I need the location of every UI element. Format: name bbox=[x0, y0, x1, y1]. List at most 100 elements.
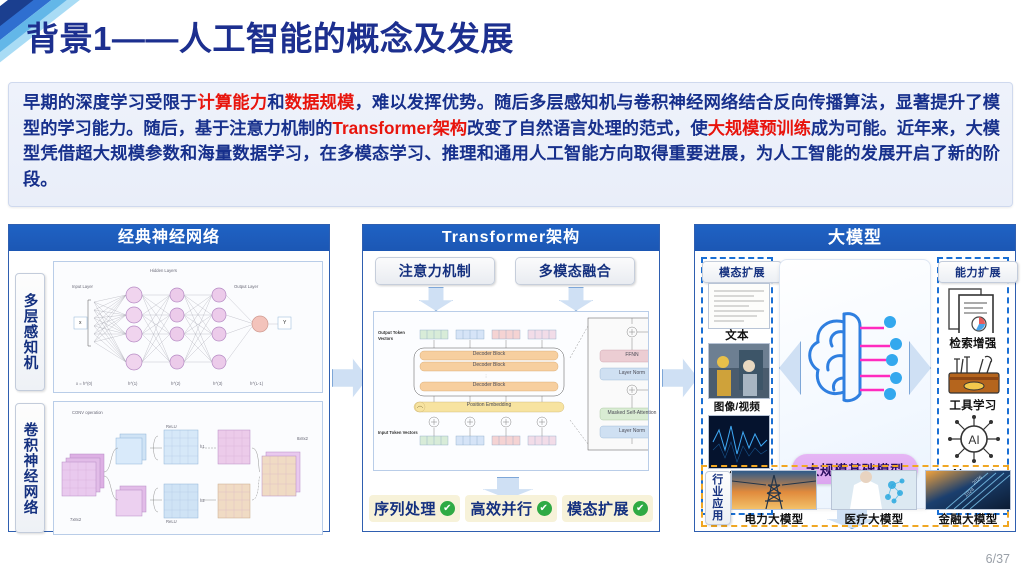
cnn-shape-h2: h2 bbox=[200, 498, 205, 503]
modality-extension-label: 模态扩展 bbox=[702, 261, 782, 283]
medical-industry-thumbnail-icon bbox=[831, 470, 917, 510]
down-arrow-fusion-icon bbox=[559, 287, 593, 311]
mlp-diagram: Hidden Layers Input Layer Output Layer bbox=[53, 261, 323, 393]
mlp-input-layer-label: Input Layer bbox=[72, 284, 93, 289]
layer-norm-block-2: Layer Norm bbox=[618, 428, 646, 434]
mlp-math-2: h^(2) bbox=[171, 381, 181, 386]
panel-transformer-architecture: Transformer架构 注意力机制 多模态融合 Output Token V… bbox=[362, 224, 660, 532]
masked-self-attention-block: Masked Self-Attention bbox=[607, 410, 657, 416]
para-seg-4: 改变了自然语言处理的范式，使 bbox=[467, 117, 708, 138]
panel3-header: 大模型 bbox=[695, 225, 1015, 251]
panel2-body: 注意力机制 多模态融合 Output Token Vectors Input T… bbox=[363, 251, 659, 531]
tool-learning-icon bbox=[948, 355, 1000, 394]
intro-paragraph-text: 早期的深度学习受限于计算能力和数据规模，难以发挥优势。随后多层感知机与卷积神经网… bbox=[23, 90, 1000, 192]
foundation-model-card: 大规模基础模型 bbox=[779, 259, 931, 509]
transformer-tokens: ⋮ bbox=[413, 317, 648, 451]
industry-finance: 2026 1024 金融大模型 bbox=[925, 470, 1011, 527]
mlp-input-var: x bbox=[79, 320, 82, 326]
page-number: 6/37 bbox=[985, 552, 1010, 566]
transformer-output-label: Output Token Vectors bbox=[378, 330, 405, 341]
cnn-shapes bbox=[61, 429, 301, 519]
check-icon-parallel: ✔ bbox=[536, 500, 552, 516]
cnn-conv-label: CONV operation bbox=[72, 410, 103, 415]
page-title: 背景1——人工智能的概念及发展 bbox=[26, 20, 514, 57]
position-embedding-block: Position Embedding bbox=[466, 402, 512, 408]
finance-industry-thumbnail-icon: 2026 1024 bbox=[925, 470, 1011, 510]
caption-image-video: 图像/视频 bbox=[713, 401, 761, 413]
cnn-relu-label-2: ReLU bbox=[166, 519, 177, 524]
cnn-diagram: CONV operation ReLU ReLU 7x8x2 8x8x2 bbox=[53, 401, 323, 535]
cnn-relu-label-1: ReLU bbox=[166, 424, 177, 429]
mlp-math-1: h^(1) bbox=[128, 381, 138, 386]
chip-label-modality: 模态扩展 bbox=[566, 500, 629, 518]
industry-medical: 医疗大模型 bbox=[831, 470, 917, 527]
industry-applications-label: 行业应用 bbox=[705, 471, 731, 525]
svg-text:AI: AI bbox=[968, 433, 979, 447]
label-mlp: 多层感知机 bbox=[15, 273, 45, 391]
label-cnn: 卷积神经网络 bbox=[15, 403, 45, 533]
retrieval-augmentation-icon bbox=[948, 288, 994, 333]
transformer-benefit-chips: 序列处理 ✔ 高效并行 ✔ 模态扩展 ✔ bbox=[369, 491, 653, 525]
para-highlight-1: 计算能力 bbox=[197, 92, 268, 112]
decoder-block-2: Decoder Block bbox=[472, 362, 506, 368]
chip-sequence-processing: 序列处理 ✔ bbox=[369, 494, 461, 522]
mlp-edges bbox=[73, 286, 292, 371]
caption-finance-model: 金融大模型 bbox=[938, 514, 998, 526]
tag-multimodal-fusion: 多模态融合 bbox=[515, 257, 635, 285]
caption-medical-model: 医疗大模型 bbox=[844, 514, 904, 526]
panel2-header: Transformer架构 bbox=[363, 225, 659, 251]
intro-paragraph-box: 早期的深度学习受限于计算能力和数据规模，难以发挥优势。随后多层感知机与卷积神经网… bbox=[8, 82, 1013, 207]
mlp-math-0: x = h^(0) bbox=[76, 381, 93, 386]
transformer-diagram: Output Token Vectors Input Token Vectors bbox=[373, 311, 656, 471]
para-highlight-3: Transformer架构 bbox=[332, 117, 468, 138]
industry-power: 电力大模型 bbox=[731, 470, 817, 527]
svg-text:⋮: ⋮ bbox=[484, 374, 487, 378]
capability-extension-column: 能力扩展 检索增强 bbox=[937, 257, 1018, 515]
layer-norm-block-1: Layer Norm bbox=[618, 370, 646, 376]
chip-label-parallel: 高效并行 bbox=[470, 500, 533, 518]
down-arrow-attention-icon bbox=[419, 287, 453, 311]
caption-text: 文本 bbox=[725, 330, 749, 342]
panel-large-model: 大模型 模态扩展 文本 bbox=[694, 224, 1018, 532]
capability-extension-label: 能力扩展 bbox=[938, 261, 1018, 283]
svg-text:1024: 1024 bbox=[963, 487, 976, 499]
panel3-body: 模态扩展 文本 图像/视频 bbox=[695, 251, 1018, 531]
ai-agent-icon: AI bbox=[948, 415, 1000, 463]
ffnn-block: FFNN bbox=[625, 352, 639, 358]
para-seg-3: ，难以发挥优势。随后多层感知机与卷积神经网络结合反向传播算法，显著提升了模型的学… bbox=[23, 92, 1000, 138]
cnn-shape-output: 8x8x2 bbox=[296, 436, 308, 441]
check-icon-sequence: ✔ bbox=[440, 500, 456, 516]
para-seg-2: 和 bbox=[267, 92, 285, 112]
chip-label-sequence: 序列处理 bbox=[374, 500, 437, 518]
caption-retrieval-augmentation: 检索增强 bbox=[949, 338, 997, 350]
panel1-body: 多层感知机 卷积神经网络 Hidden Layers Input Layer O… bbox=[9, 251, 329, 535]
decoder-block-1: Decoder Block bbox=[472, 351, 506, 357]
panel1-header: 经典神经网络 bbox=[9, 225, 329, 251]
panel-classic-neural-networks: 经典神经网络 多层感知机 卷积神经网络 Hidden Layers Input … bbox=[8, 224, 330, 535]
caption-power-model: 电力大模型 bbox=[744, 514, 804, 526]
mlp-math-3: h^(3) bbox=[213, 381, 223, 386]
mlp-hidden-layers-label: Hidden Layers bbox=[150, 268, 178, 273]
para-seg-1: 早期的深度学习受限于 bbox=[23, 92, 198, 112]
chip-modality-extension: 模态扩展 ✔ bbox=[561, 494, 653, 522]
mlp-math-4: h^(L-1) bbox=[250, 381, 264, 386]
check-icon-modality: ✔ bbox=[632, 500, 648, 516]
para-seg-5: 成为可能。近年来，大模型凭借超大规模参数和海量数据学习，在多模态学习、推理和通用… bbox=[23, 117, 1000, 189]
chip-efficient-parallel: 高效并行 ✔ bbox=[465, 494, 557, 522]
caption-tool-learning: 工具学习 bbox=[949, 400, 997, 412]
industry-applications-row: 行业应用 电力大模型 bbox=[701, 465, 1011, 527]
decoder-block-3: Decoder Block bbox=[472, 382, 506, 388]
para-highlight-2: 数据规模 bbox=[284, 92, 355, 112]
mlp-output-layer-label: Output Layer bbox=[234, 284, 259, 289]
tag-attention-mechanism: 注意力机制 bbox=[375, 257, 495, 285]
mlp-output-var: Y bbox=[283, 320, 287, 326]
audio-modality-thumbnail-icon bbox=[708, 415, 770, 469]
para-highlight-4: 大规模预训练 bbox=[707, 117, 811, 138]
cnn-shape-h1: h1 bbox=[200, 444, 205, 449]
transformer-input-label: Input Token Vectors bbox=[378, 430, 418, 435]
power-industry-thumbnail-icon bbox=[731, 470, 817, 510]
svg-text:2026: 2026 bbox=[971, 475, 984, 487]
image-video-modality-thumbnail-icon bbox=[708, 343, 770, 399]
brain-network-icon bbox=[808, 312, 902, 403]
